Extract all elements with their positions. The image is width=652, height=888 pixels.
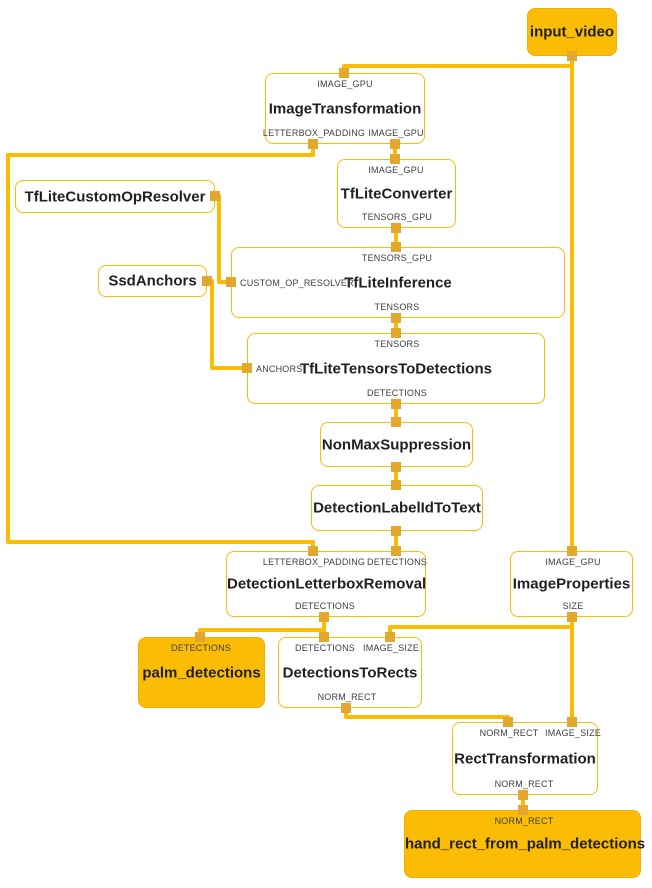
port-label: DETECTIONS	[170, 643, 232, 653]
node-TfLiteInference[interactable]: TfLiteInference TENSORS_GPU TENSORS CUSTOM_…	[231, 247, 565, 318]
node-title: DetectionLabelIdToText	[313, 499, 481, 517]
node-title: DetectionLetterboxRemoval	[227, 575, 427, 593]
node-title: ImageProperties	[512, 575, 631, 593]
port-label: NORM_RECT	[317, 692, 377, 702]
node-title: ImageTransformation	[268, 100, 422, 117]
port-label: IMAGE_GPU	[317, 79, 373, 89]
node-DetectionLetterboxRemoval[interactable]: DetectionLetterboxRemoval LETTERBOX_PADDI…	[226, 551, 428, 617]
port-label: DETECTIONS	[366, 557, 428, 567]
node-TfLiteCustomOpResolver[interactable]: TfLiteCustomOpResolver	[15, 180, 215, 213]
port-label: NORM_RECT	[494, 779, 554, 789]
node-title: RectTransformation	[454, 750, 596, 767]
node-NonMaxSuppression[interactable]: NonMaxSuppression	[320, 422, 473, 467]
port-label: SIZE	[562, 601, 584, 611]
edge-DetectionsToRects.NORM_RECT-to-RectTransformation.NORM_RECT	[344, 706, 510, 724]
port-label: NORM_RECT	[494, 816, 554, 826]
port-label: DETECTIONS	[366, 388, 428, 398]
port-label: IMAGE_GPU	[368, 165, 424, 175]
node-ImageProperties[interactable]: ImageProperties IMAGE_GPU SIZE	[510, 551, 633, 617]
node-title: DetectionsToRects	[282, 664, 418, 681]
port-label: ANCHORS	[256, 364, 303, 374]
port-label: TENSORS_GPU	[361, 212, 433, 222]
port-label: TENSORS_GPU	[361, 253, 433, 263]
edge-TfLiteCustomOpResolver-to-TfLiteInference.CUSTOM_OP_RESOLVER	[213, 194, 233, 284]
node-DetectionsToRects[interactable]: DetectionsToRects DETECTIONS IMAGE_SIZE NOR…	[278, 637, 422, 708]
node-title: TfLiteTensorsToDetections	[300, 360, 492, 377]
node-title: TfLiteConverter	[340, 185, 453, 202]
port-label: IMAGE_SIZE	[544, 728, 602, 738]
port-label: DETECTIONS	[294, 643, 356, 653]
edge-ImageProperties.SIZE-to-DetectionsToRects.IMAGE_SIZE	[388, 615, 574, 639]
node-title: SsdAnchors	[108, 272, 197, 290]
node-SsdAnchors[interactable]: SsdAnchors	[98, 265, 207, 297]
node-input_video[interactable]: input_video	[527, 8, 617, 56]
port-label: LETTERBOX_PADDING	[262, 557, 366, 567]
node-title: TfLiteCustomOpResolver	[24, 188, 206, 205]
port-label: TENSORS	[374, 339, 420, 349]
node-title: hand_rect_from_palm_detections	[405, 835, 646, 853]
port-label: IMAGE_GPU	[368, 128, 424, 138]
edge-DetectionLetterboxRemoval.DETECTIONS-to-palm_detections	[198, 615, 326, 639]
port-label: LETTERBOX_PADDING	[262, 128, 366, 138]
node-title: NonMaxSuppression	[321, 436, 472, 453]
port-label: TENSORS	[374, 302, 420, 312]
node-DetectionLabelIdToText[interactable]: DetectionLabelIdToText	[311, 485, 483, 531]
node-title: input_video	[529, 23, 615, 41]
node-TfLiteConverter[interactable]: TfLiteConverter IMAGE_GPU TENSORS_GPU	[337, 159, 456, 228]
port-label: IMAGE_GPU	[545, 557, 601, 567]
port-label: IMAGE_SIZE	[362, 643, 420, 653]
port-label: CUSTOM_OP_RESOLVER	[240, 278, 354, 288]
node-TfLiteTensorsToDetections[interactable]: TfLiteTensorsToDetections TENSORS DETECTIO…	[247, 333, 545, 404]
node-palm_detections[interactable]: palm_detections DETECTIONS	[138, 637, 265, 708]
edge-input_video-to-ImageTransformation.IMAGE_GPU	[342, 54, 574, 75]
port-label: DETECTIONS	[294, 601, 356, 611]
node-title: palm_detections	[142, 664, 261, 681]
node-title: TfLiteInference	[344, 274, 452, 291]
node-hand_rect_from_palm_detections[interactable]: hand_rect_from_palm_detections NORM_RECT	[404, 810, 646, 878]
port-label: NORM_RECT	[479, 728, 539, 738]
